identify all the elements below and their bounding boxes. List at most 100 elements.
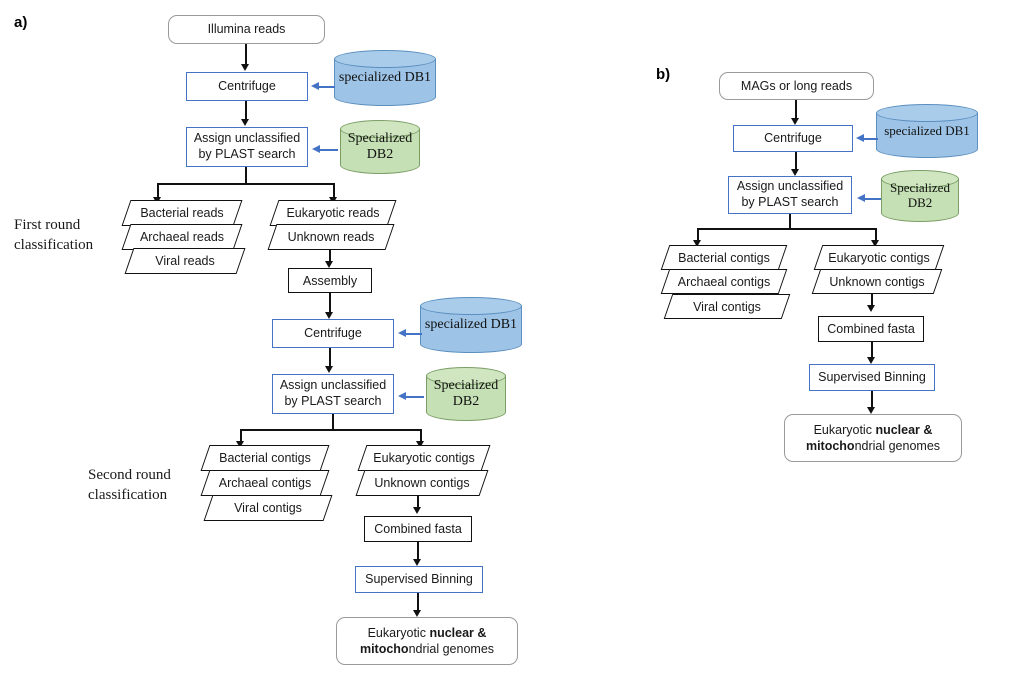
arrow-shaft xyxy=(405,333,422,335)
panel-a-round1-label: First round classification xyxy=(14,215,134,256)
plast-line-2: by PLAST search xyxy=(741,195,839,209)
arrow-a-right-2 xyxy=(416,441,424,448)
connector-b-3 xyxy=(789,214,791,229)
final-line-2: mitochondrial genomes xyxy=(806,438,940,454)
db1-label: specialized DB1 xyxy=(884,122,970,138)
final-plain-2: ndrial genomes xyxy=(408,642,495,656)
arrow-shaft xyxy=(863,138,878,140)
connector-b-split xyxy=(697,228,877,230)
arrow-head xyxy=(857,194,865,202)
connector-a-split-1 xyxy=(157,183,335,185)
arrow-b-2 xyxy=(791,169,799,176)
db2-line-1: Specialized xyxy=(433,377,499,393)
connector-a-3 xyxy=(245,167,247,184)
arrow-b-1 xyxy=(791,118,799,125)
panel-a-contigs-viral: Viral contigs xyxy=(203,495,333,521)
panel-a-db2-cylinder-1: Specialized DB2 xyxy=(340,120,420,174)
db1-label: specialized DB1 xyxy=(338,69,432,85)
data-shape-label: Unknown contigs xyxy=(829,274,925,289)
plast-line-2: by PLAST search xyxy=(198,147,296,161)
connector-b-2 xyxy=(795,152,797,170)
panel-b-input-box: MAGs or long reads xyxy=(719,72,874,100)
cylinder-top xyxy=(340,120,420,138)
connector-a-4 xyxy=(329,250,331,263)
arrow-b-right xyxy=(871,240,879,247)
data-shape-label: Viral contigs xyxy=(693,299,761,314)
db2-label: Specialized DB2 xyxy=(426,367,506,421)
panel-b-combined-fasta: Combined fasta xyxy=(818,316,924,342)
panel-a-reads-eukaryotic: Eukaryotic reads xyxy=(269,200,397,226)
arrow-shaft xyxy=(405,396,424,398)
final-line-1: Eukaryotic nuclear & xyxy=(814,422,933,438)
arrow-b-left xyxy=(693,240,701,247)
arrow-a-6 xyxy=(413,507,421,514)
panel-a-input-box: Illumina reads xyxy=(168,15,325,44)
panel-a-contigs-bacterial: Bacterial contigs xyxy=(200,445,330,471)
plast-line-1: Assign unclassified xyxy=(193,131,301,146)
arrow-b-3 xyxy=(867,305,875,312)
panel-b-contigs-eukaryotic: Eukaryotic contigs xyxy=(813,245,945,270)
plast-line-2: by PLAST search xyxy=(284,394,382,408)
connector-b-6 xyxy=(871,391,873,408)
cylinder-top xyxy=(426,367,506,385)
panel-a-centrifuge-2: Centrifuge xyxy=(272,319,394,348)
panel-b-contigs-bacterial: Bacterial contigs xyxy=(660,245,788,270)
panel-a-db1-cylinder-1: specialized DB1 xyxy=(334,50,436,106)
final-bold-2: mitocho xyxy=(359,642,409,656)
arrow-a-8 xyxy=(413,610,421,617)
arrow-shaft xyxy=(864,198,881,200)
panel-a-contigs-unknown: Unknown contigs xyxy=(355,470,489,496)
panel-b-supervised-binning: Supervised Binning xyxy=(809,364,935,391)
final-bold-1: nuclear & xyxy=(875,422,933,437)
data-shape-label: Bacterial reads xyxy=(140,206,224,220)
data-shape-label: Bacterial contigs xyxy=(678,250,770,265)
panel-b-label: b) xyxy=(656,66,671,83)
final-line-2: mitochondrial genomes xyxy=(360,641,494,657)
panel-a-supervised-binning: Supervised Binning xyxy=(355,566,483,593)
panel-a-final-output: Eukaryotic nuclear & mitochondrial genom… xyxy=(336,617,518,665)
arrow-b-5 xyxy=(867,407,875,414)
panel-b-centrifuge: Centrifuge xyxy=(733,125,853,152)
panel-a-combined-fasta: Combined fasta xyxy=(364,516,472,542)
db2-label: Specialized DB2 xyxy=(340,120,420,174)
arrow-head xyxy=(856,134,864,142)
panel-a-reads-unknown: Unknown reads xyxy=(267,224,395,250)
panel-b-db2-cylinder: Specialized DB2 xyxy=(881,170,959,222)
panel-a-contigs-eukaryotic: Eukaryotic contigs xyxy=(357,445,491,471)
arrow-head xyxy=(311,82,319,90)
panel-a-reads-bacterial: Bacterial reads xyxy=(121,200,243,226)
db2-label: Specialized DB2 xyxy=(881,170,959,222)
data-shape-label: Archaeal contigs xyxy=(218,476,312,490)
final-plain-1: Eukaryotic xyxy=(813,422,876,437)
round1-line-1: First round xyxy=(14,217,81,233)
connector-a-split-2 xyxy=(240,429,422,431)
db2-line-1: Specialized xyxy=(347,130,413,146)
connector-a-8 xyxy=(417,496,419,509)
connector-a-10 xyxy=(417,593,419,611)
panel-b-contigs-unknown: Unknown contigs xyxy=(811,269,943,294)
data-shape-label: Eukaryotic contigs xyxy=(828,250,930,265)
panel-a-centrifuge-1: Centrifuge xyxy=(186,72,308,101)
final-bold-1: nuclear & xyxy=(429,625,487,640)
round2-line-1: Second round xyxy=(88,467,171,483)
arrow-head xyxy=(398,392,406,400)
data-shape-label: Unknown reads xyxy=(287,230,375,244)
data-shape-label: Archaeal contigs xyxy=(677,274,771,289)
connector-b-left-drop xyxy=(697,228,699,242)
connector-a-7 xyxy=(332,414,334,430)
connector-a-9 xyxy=(417,542,419,560)
arrow-b-4 xyxy=(867,357,875,364)
panel-a-plast-1: Assign unclassified by PLAST search xyxy=(186,127,308,167)
round1-line-2: classification xyxy=(14,237,94,254)
arrow-a-1 xyxy=(241,64,249,71)
arrow-a-5 xyxy=(325,366,333,373)
connector-b-5 xyxy=(871,342,873,358)
data-shape-label: Viral reads xyxy=(155,254,215,268)
plast-line-1: Assign unclassified xyxy=(736,179,844,194)
arrow-head xyxy=(312,145,320,153)
arrow-a-2 xyxy=(241,119,249,126)
panel-a-round2-label: Second round classification xyxy=(88,465,218,506)
cylinder-top xyxy=(876,104,978,122)
panel-a-db2-cylinder-2: Specialized DB2 xyxy=(426,367,506,421)
